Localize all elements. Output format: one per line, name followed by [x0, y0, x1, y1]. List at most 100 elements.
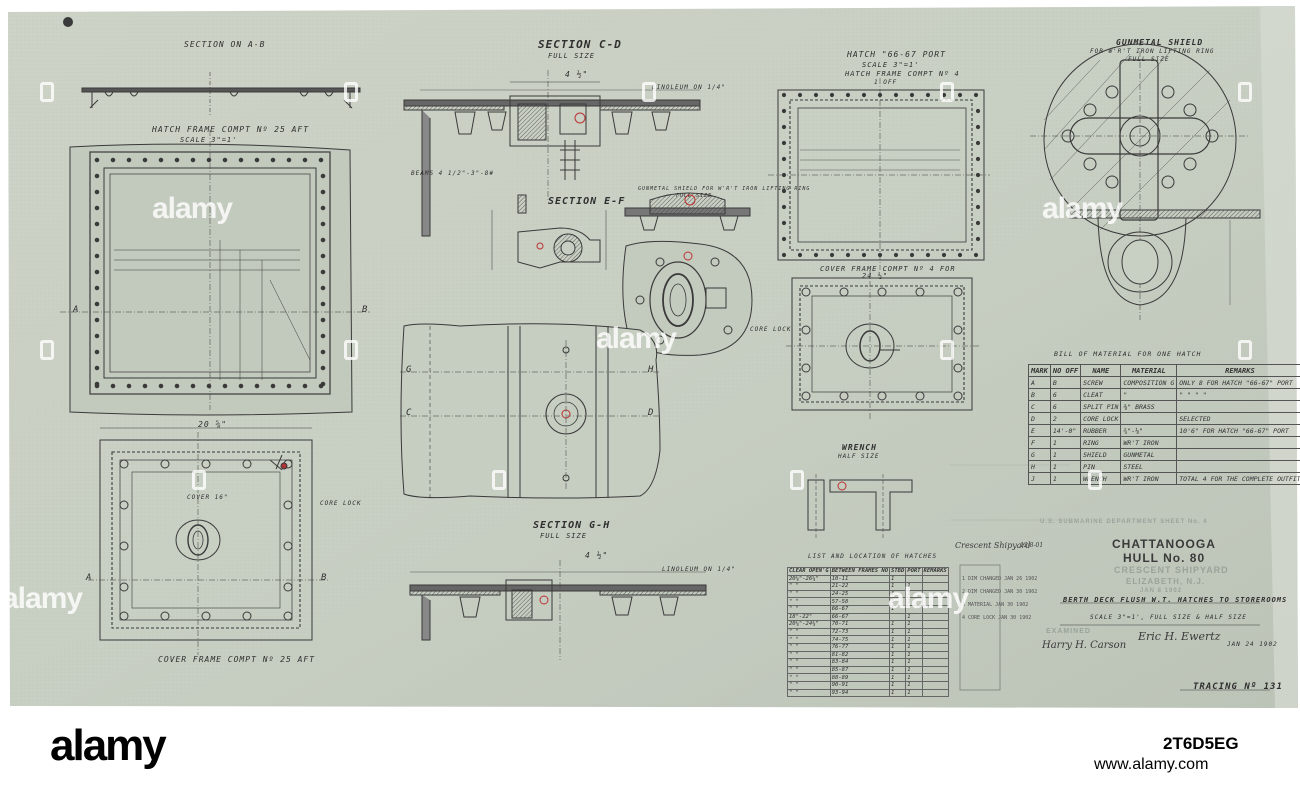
title-rules — [950, 464, 1270, 691]
bolt-hole — [953, 325, 963, 335]
watermark-logo-icon — [642, 82, 656, 102]
bolt-hole — [893, 252, 899, 258]
bolt-hole — [861, 252, 867, 258]
table-cell — [1176, 448, 1300, 461]
label-wrench: WRENCH — [842, 443, 877, 452]
watermark-logo-icon — [344, 82, 358, 102]
bolt-hole — [909, 92, 915, 98]
table-cell: 66-67 — [829, 612, 891, 622]
table-cell: " " — [787, 658, 831, 667]
label-dim-gh: 4 ½" — [585, 551, 609, 560]
bolt-hole — [829, 92, 835, 98]
bolt-hole — [158, 157, 164, 163]
bolt-hole — [190, 157, 196, 163]
bolt-hole — [94, 189, 100, 195]
title-office: U.S. SUBMARINE DEPARTMENT SHEET No. 4 — [1040, 519, 1208, 525]
label-wrench-scale: HALF SIZE — [838, 453, 880, 460]
section-ab-strip — [81, 72, 361, 115]
watermark-text: alamy — [152, 192, 233, 225]
bolt-hole — [320, 269, 326, 275]
table-cell: 76-77 — [829, 642, 891, 652]
bolt-hole — [222, 157, 228, 163]
bolt-hole — [320, 381, 326, 387]
bolt-hole — [238, 383, 244, 389]
table-cell: ⅜" BRASS — [1120, 400, 1178, 413]
bolt-hole — [320, 253, 326, 259]
deck-plan-drawing — [400, 323, 661, 499]
table-cell: " — [1120, 388, 1178, 401]
table-cell: 1 — [889, 673, 907, 682]
table-cell: 1 — [889, 650, 907, 660]
label-hatch-frame-25: HATCH FRAME COMPT Nº 25 AFT — [152, 125, 310, 134]
bolt-hole — [1105, 175, 1119, 189]
bolt-hole — [94, 173, 100, 179]
cover-frame-compt-25 — [88, 427, 330, 655]
bolt-hole — [190, 383, 196, 389]
label-letter-a-2: A — [86, 573, 93, 583]
table-cell — [921, 658, 949, 667]
table-cell — [921, 627, 949, 637]
table-cell: 2 — [1049, 412, 1082, 425]
bolt-hole — [1161, 85, 1175, 99]
revision-entry: 2 DIM CHANGED JAN 30 1902 — [962, 589, 1038, 595]
bolt-hole — [813, 252, 819, 258]
table-cell: 74-75 — [829, 635, 891, 644]
table-cell: GUNMETAL — [1120, 448, 1178, 461]
table-cell: ONLY 8 FOR HATCH "66-67" PORT — [1176, 376, 1300, 389]
bolt-hole — [975, 108, 981, 114]
table-cell — [921, 635, 949, 644]
bolt-hole — [320, 189, 326, 195]
table-cell: 21-22 — [829, 582, 891, 591]
bolt-hole — [320, 301, 326, 307]
bolt-hole — [286, 157, 292, 163]
bolt-hole — [781, 236, 787, 242]
table-cell: 6 — [1049, 400, 1082, 413]
table-cell: 1 — [889, 642, 907, 652]
bolt-hole — [893, 92, 899, 98]
table-cell: " " — [787, 673, 831, 682]
examined-signature: Harry H. Carson — [1042, 640, 1127, 651]
bolt-hole — [174, 157, 180, 163]
column-header: STBD — [889, 567, 907, 576]
label-dim-cd: 4 ½" — [565, 70, 589, 79]
bolt-hole — [781, 108, 787, 114]
stock-url[interactable]: www.alamy.com — [1094, 756, 1209, 773]
bolt-hole — [320, 173, 326, 179]
bolt-hole — [94, 301, 100, 307]
label-letter-g: G — [406, 365, 413, 375]
bolt-hole — [975, 156, 981, 162]
alamy-logo[interactable]: alamy — [50, 721, 167, 770]
table-cell: 1 — [905, 658, 923, 667]
table-cell: " " — [787, 665, 831, 675]
revision-entry: 3 MATERIAL JAN 30 1902 — [962, 602, 1029, 608]
bolt-hole — [941, 252, 947, 258]
label-letter-h: H — [648, 365, 655, 375]
table-cell: 20¼"-26¼" — [787, 574, 831, 584]
label-hatch-frame-25-scale: SCALE 3"=1' — [180, 136, 238, 144]
table-cell: " " — [787, 635, 831, 644]
table-cell: 1 — [1049, 436, 1082, 449]
table-cell: J — [1028, 472, 1051, 485]
bolt-hole — [320, 365, 326, 371]
watermark-text: alamy — [596, 322, 677, 355]
table-cell: SELECTED — [1176, 412, 1300, 425]
table-cell: 20¼"-24¼" — [787, 620, 831, 629]
watermark-logo-icon — [790, 470, 804, 490]
column-header: MARK — [1028, 364, 1051, 377]
bolt-hole — [286, 383, 292, 389]
title-scale-note: SCALE 3"=1', FULL SIZE & HALF SIZE — [1090, 614, 1247, 621]
bolt-hole — [909, 252, 915, 258]
table-cell: 1 — [1049, 448, 1082, 461]
table-cell: F — [1028, 436, 1051, 449]
label-dim-20-6: 20 ⅝" — [198, 420, 228, 429]
column-header: MATERIAL — [1120, 364, 1178, 377]
label-letter-b-2: B — [321, 573, 328, 583]
shield-section-drawing — [624, 192, 751, 231]
label-cover-frame-4: COVER FRAME COMPT Nº 4 FOR — [820, 265, 956, 273]
